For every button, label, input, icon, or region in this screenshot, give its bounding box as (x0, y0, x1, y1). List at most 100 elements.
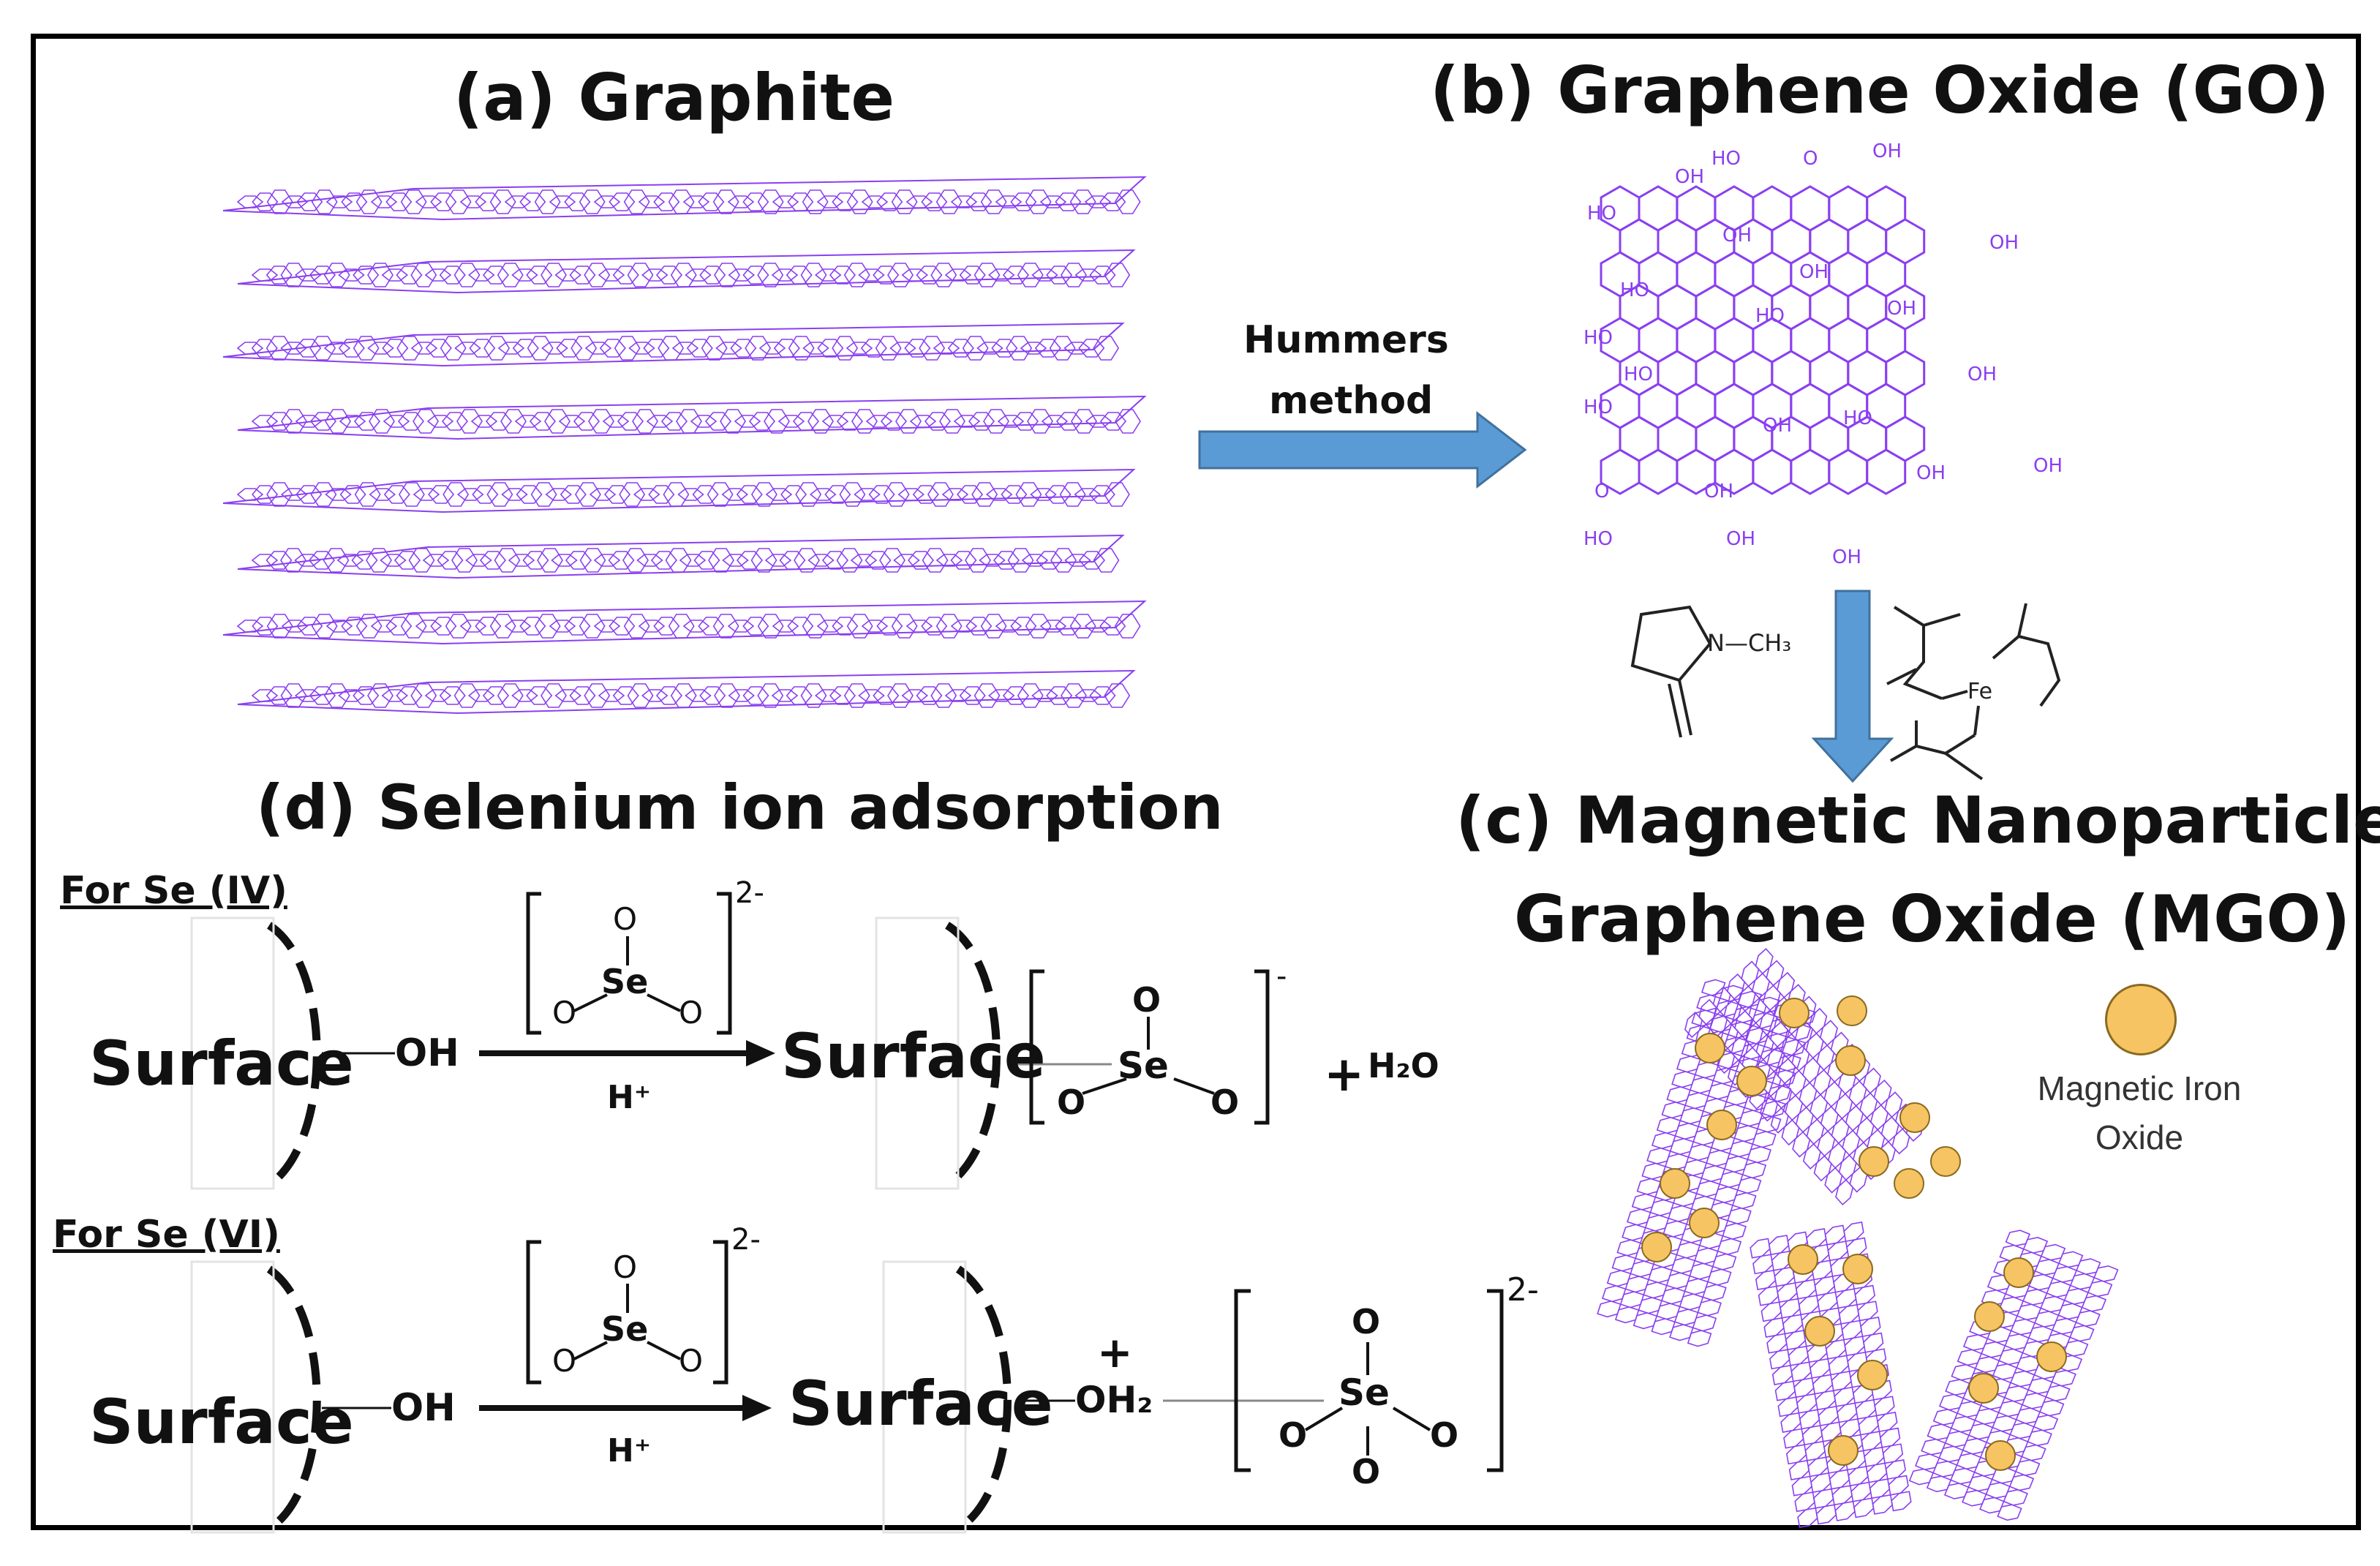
graphite-hexagon (980, 189, 1007, 214)
graphite-hexagon (584, 683, 611, 708)
panel-a-title: (a) Graphite (453, 60, 895, 135)
graphite-hexagon (1030, 488, 1057, 501)
mgo-hexagon (1873, 1079, 1892, 1106)
graphite-hexagon (415, 195, 443, 208)
graphite-hexagon (608, 551, 635, 570)
graphite-hexagon (441, 412, 469, 431)
graphite-hexagon (730, 339, 757, 358)
graphite-hexagon (564, 617, 591, 636)
graphite-hexagon (821, 551, 849, 570)
graphite-hexagon (715, 342, 742, 355)
graphite-hexagon (482, 266, 510, 285)
graphite-hexagon (325, 409, 351, 434)
graphite-hexagon (311, 189, 338, 214)
graphite-hexagon (795, 482, 822, 507)
graphite-hexagon (891, 614, 918, 639)
se-iv-left-surface: Surface (89, 1028, 354, 1099)
se-iv-reagent-se: Se (601, 962, 649, 1001)
graphite-hexagon (410, 683, 437, 708)
se-vi-bound-oh2: OH₂ (1075, 1379, 1153, 1421)
graphite-hexagon (489, 189, 516, 214)
graphite-hexagon (843, 263, 870, 287)
graphite-layer (222, 322, 1125, 367)
graphite-hexagon (529, 412, 557, 431)
graphite-hexagon (482, 686, 510, 705)
graphite-hexagon (922, 548, 949, 573)
graphite-hexagon (367, 263, 393, 287)
graphite-hexagon (650, 551, 678, 570)
graphite-hexagon (930, 263, 957, 287)
graphite-hexagon (916, 266, 943, 285)
graphite-hexagon (341, 192, 368, 211)
graphite-hexagon (295, 415, 323, 428)
mgo-hexagon (1856, 1117, 1875, 1144)
se-iv-catalyst: H⁺ (607, 1079, 652, 1116)
graphite-hexagon (893, 554, 920, 567)
graphite-hexagon (772, 195, 799, 208)
graphite-hexagon (708, 548, 734, 573)
graphite-hexagon (873, 686, 900, 705)
graphite-hexagon (323, 548, 350, 573)
graphite-hexagon (469, 339, 496, 358)
graphite-hexagon (609, 192, 636, 211)
mgo-hexagon (1777, 971, 1796, 998)
graphite-hexagon (1103, 482, 1130, 507)
graphite-hexagon (628, 342, 655, 355)
mgo-hexagon (1788, 1069, 1807, 1096)
go-ring (1752, 448, 1793, 495)
graphite-hexagon (574, 482, 601, 507)
graphite-hexagon (748, 412, 776, 431)
graphite-hexagon (699, 266, 726, 285)
graphite-hexagon (807, 409, 834, 434)
graphite-hexagon (993, 551, 1020, 570)
mgo-hexagon (1869, 1104, 1889, 1131)
se-vi-label: For Se (VI) (53, 1213, 280, 1257)
graphite-hexagon (668, 189, 695, 214)
graphite-hexagon (1001, 485, 1028, 504)
graphite-hexagon (924, 412, 952, 431)
graphite-hexagon (1093, 548, 1120, 573)
graphite-hexagon (1071, 409, 1097, 434)
graphite-hexagon (817, 339, 844, 358)
graphite-hexagon (309, 412, 337, 431)
graphite-hexagon (671, 342, 699, 355)
graphite-hexagon (839, 482, 866, 507)
graphite-hexagon (653, 192, 680, 211)
graphite-hexagon (736, 485, 763, 504)
graphite-hexagon (802, 189, 829, 214)
iron-oxide-particle (1859, 1146, 1889, 1177)
graphite-hexagon (636, 554, 663, 567)
graphite-hexagon (865, 551, 892, 570)
graphite-hexagon (1031, 268, 1058, 282)
graphite-hexagon (534, 614, 561, 639)
mgo-hexagon (1823, 1081, 1842, 1108)
graphite-hexagon (905, 195, 933, 208)
graphite-hexagon (456, 488, 484, 501)
graphite-hexagon (385, 192, 413, 211)
graphite-hexagon (584, 263, 611, 287)
graphite-hexagon (685, 689, 712, 702)
se-iv-reagent-o-left: O (552, 995, 577, 1031)
fe-label: Fe (1967, 679, 1992, 704)
mgo-hexagon (1997, 1504, 2022, 1521)
graphite-hexagon (514, 415, 542, 428)
legend-swatch (2105, 984, 2177, 1055)
go-functional-group: OH (1675, 166, 1704, 188)
mgo-hexagon (1831, 1118, 1850, 1145)
legend-label: Magnetic Iron Oxide (2019, 1064, 2260, 1162)
graphite-hexagon (494, 548, 521, 573)
graphite-hexagon (682, 620, 710, 633)
reagent-arrow (1811, 590, 1894, 783)
graphite-hexagon (280, 488, 308, 501)
graphite-hexagon (497, 263, 524, 287)
graphite-hexagon (415, 620, 443, 633)
graphite-hexagon (653, 617, 680, 636)
graphite-hexagon (1039, 620, 1067, 633)
graphite-hexagon (1074, 268, 1102, 282)
graphite-hexagon (987, 268, 1015, 282)
se-iv-reagent-charge: 2- (735, 876, 764, 910)
se-iv-label: For Se (IV) (60, 869, 287, 913)
graphite-hexagon (551, 554, 578, 567)
graphite-hexagon (891, 189, 918, 214)
